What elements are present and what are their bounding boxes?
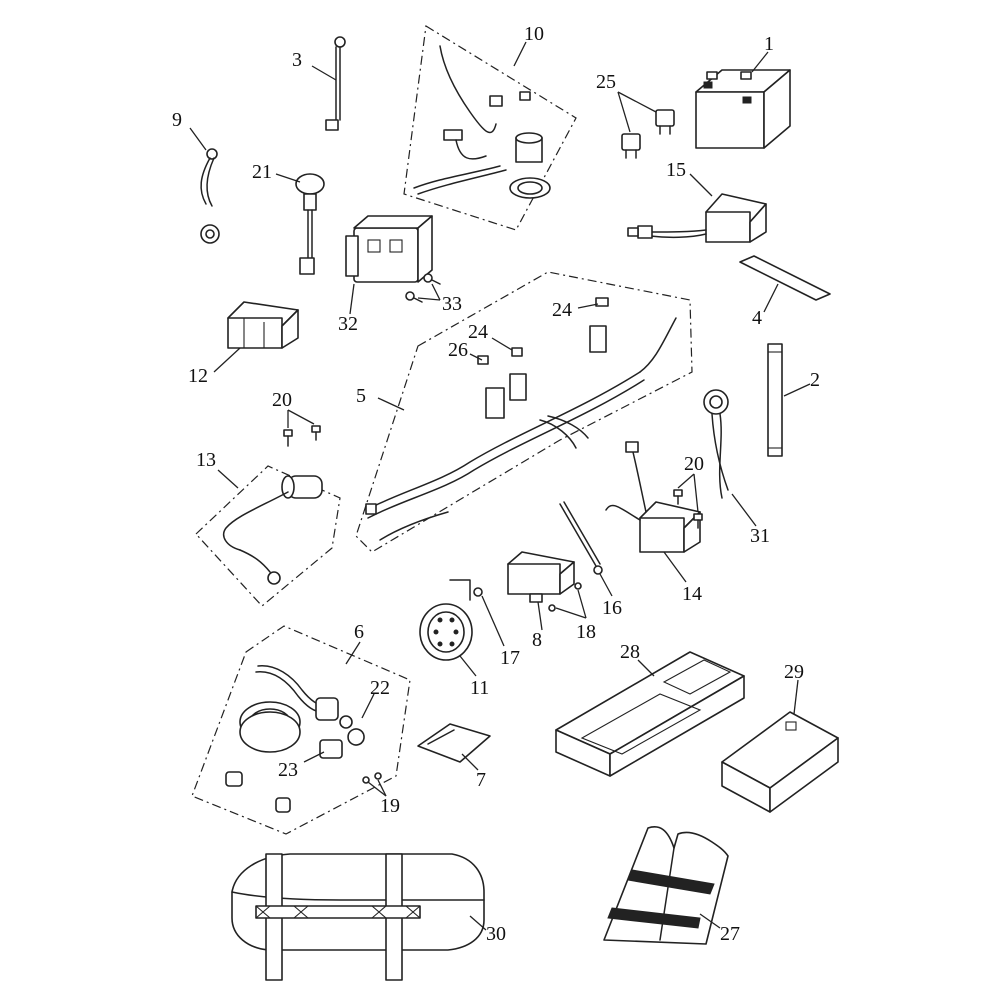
part-bolts-20-left [283, 425, 321, 447]
part-horn [419, 579, 473, 661]
group-6-outline [191, 625, 411, 835]
callout-13: 13 [196, 449, 216, 471]
callout-17: 17 [500, 647, 520, 669]
callout-23: 23 [278, 759, 298, 781]
part-bolts-20-right [673, 489, 703, 529]
callout-5: 5 [356, 385, 366, 407]
callout-8: 8 [532, 629, 542, 651]
part-cable [325, 36, 346, 131]
callout-14: 14 [682, 583, 702, 605]
callout-21: 21 [252, 161, 272, 183]
part-relays [621, 109, 675, 159]
callout-10: 10 [524, 23, 544, 45]
part-regulator [227, 301, 299, 349]
part-starter-motor [222, 475, 323, 585]
part-ecu [507, 551, 575, 603]
callout-33: 33 [442, 293, 462, 315]
callout-31: 31 [750, 525, 770, 547]
group-13-outline [195, 465, 341, 607]
part-cdi-module [627, 193, 767, 243]
callout-22: 22 [370, 677, 390, 699]
callout-9: 9 [172, 109, 182, 131]
part-strap [767, 343, 783, 457]
callout-4: 4 [752, 307, 762, 329]
part-rectifier [605, 441, 701, 553]
callout-30: 30 [486, 923, 506, 945]
part-battery [695, 69, 791, 149]
part-stator [225, 665, 365, 813]
part-switch [703, 389, 729, 499]
callout-24-mid: 24 [468, 321, 488, 343]
part-screws-18 [548, 582, 582, 612]
callout-26: 26 [448, 339, 468, 361]
callout-32: 32 [338, 313, 358, 335]
callout-12: 12 [188, 365, 208, 387]
callout-19: 19 [380, 795, 400, 817]
group-10-outline [403, 25, 577, 231]
callout-6: 6 [354, 621, 364, 643]
callout-20-right: 20 [684, 453, 704, 475]
callout-28: 28 [620, 641, 640, 663]
callout-15: 15 [666, 159, 686, 181]
part-starter-relay [413, 45, 551, 199]
part-pouch [417, 723, 491, 763]
part-tool-case [555, 651, 745, 777]
part-screws-33 [405, 273, 441, 303]
part-safety-vest [603, 826, 729, 945]
callout-2: 2 [810, 369, 820, 391]
callout-20-left: 20 [272, 389, 292, 411]
part-sensor [200, 148, 220, 244]
callout-29: 29 [784, 661, 804, 683]
part-tool-bag [231, 853, 485, 981]
callout-1: 1 [764, 33, 774, 55]
part-wiring-harness [365, 297, 677, 541]
part-pad [739, 255, 831, 301]
part-screws-19 [362, 772, 382, 784]
part-box [721, 711, 839, 813]
part-fuse-box [345, 215, 433, 283]
group-5-outline [355, 271, 693, 553]
callout-25: 25 [596, 71, 616, 93]
part-screw-17 [473, 587, 483, 597]
callout-16: 16 [602, 597, 622, 619]
callout-18: 18 [576, 621, 596, 643]
part-probe [559, 501, 603, 575]
callout-11: 11 [470, 677, 489, 699]
callout-24-top: 24 [552, 299, 572, 321]
part-pressure-switch [295, 173, 325, 275]
callout-27: 27 [720, 923, 740, 945]
callout-7: 7 [476, 769, 486, 791]
callout-3: 3 [292, 49, 302, 71]
